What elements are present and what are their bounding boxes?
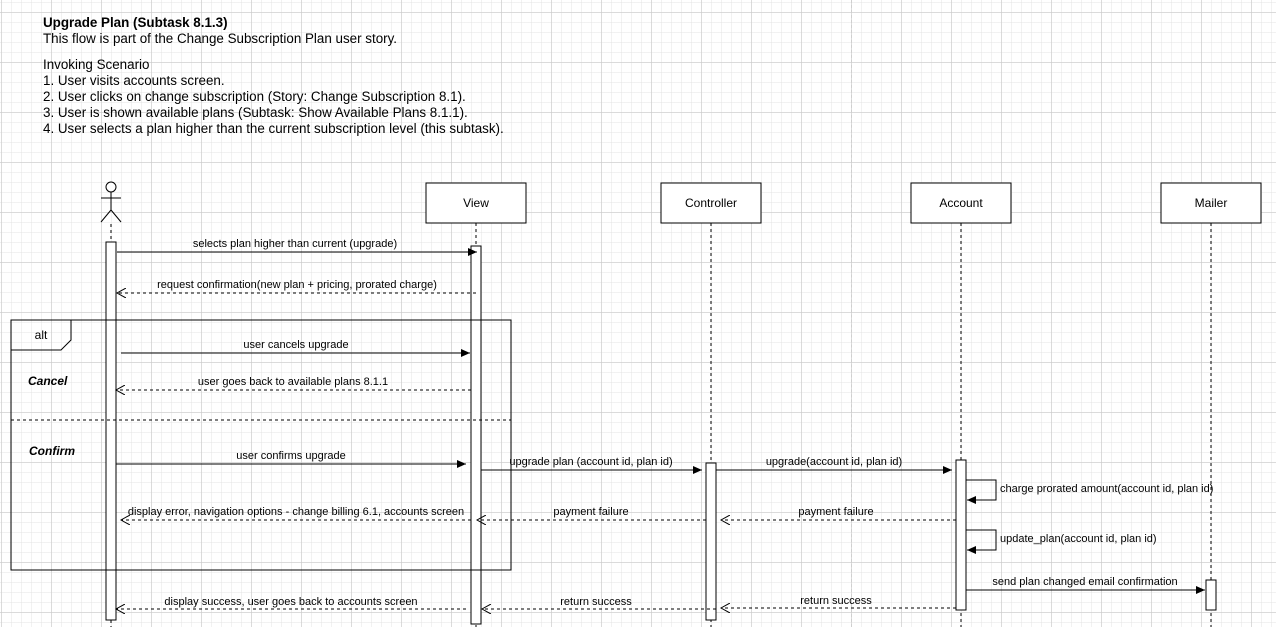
participant-account-label: Account <box>939 196 983 210</box>
diagram-subtitle: This flow is part of the Change Subscrip… <box>43 31 398 46</box>
message-label: send plan changed email confirmation <box>992 576 1177 588</box>
scenario-step: 2. User clicks on change subscription (S… <box>43 89 466 104</box>
activation-controller <box>705 462 717 621</box>
participant-view: View <box>425 182 527 224</box>
alt-fragment: alt Cancel Confirm <box>10 319 512 571</box>
message-label: user confirms upgrade <box>236 450 345 462</box>
activation-mailer <box>1205 579 1217 611</box>
message-label: payment failure <box>553 506 628 518</box>
message-label: payment failure <box>798 506 873 518</box>
page-break-line <box>851 0 852 627</box>
scenario-step: 4. User selects a plan higher than the c… <box>43 121 504 136</box>
message-label: charge prorated amount(account id, plan … <box>1000 483 1213 495</box>
message-label: return success <box>560 596 632 608</box>
guard-confirm-label: Confirm <box>29 444 75 458</box>
message-label: upgrade(account id, plan id) <box>766 456 902 468</box>
participant-controller-label: Controller <box>685 196 737 210</box>
participant-account: Account <box>910 182 1012 224</box>
message-arrow <box>966 479 997 504</box>
message-label: user cancels upgrade <box>243 339 348 351</box>
activation-account <box>955 459 967 611</box>
message-label: display error, navigation options - chan… <box>128 506 464 518</box>
scenario-title: Invoking Scenario <box>43 57 150 72</box>
participant-mailer: Mailer <box>1160 182 1262 224</box>
scenario-step: 1. User visits accounts screen. <box>43 73 225 88</box>
participant-controller: Controller <box>660 182 762 224</box>
message-label: display success, user goes back to accou… <box>164 596 417 608</box>
message-label: update_plan(account id, plan id) <box>1000 533 1157 545</box>
participant-mailer-label: Mailer <box>1195 196 1228 210</box>
message-label: upgrade plan (account id, plan id) <box>509 456 672 468</box>
participant-view-label: View <box>463 196 489 210</box>
message-arrow <box>966 529 997 554</box>
message-label: request confirmation(new plan + pricing,… <box>157 279 437 291</box>
guard-cancel-label: Cancel <box>28 374 68 388</box>
activation-view <box>470 245 482 625</box>
diagram-title: Upgrade Plan (Subtask 8.1.3) <box>43 15 228 30</box>
message-label: selects plan higher than current (upgrad… <box>193 238 397 250</box>
scenario-step: 3. User is shown available plans (Subtas… <box>43 105 468 120</box>
diagram-header: Upgrade Plan (Subtask 8.1.3) This flow i… <box>43 15 504 137</box>
message-label: user goes back to available plans 8.1.1 <box>198 376 388 388</box>
activation-user <box>105 241 117 621</box>
message-label: return success <box>800 595 872 607</box>
alt-operator-label: alt <box>35 328 48 342</box>
actor-user <box>100 181 122 223</box>
